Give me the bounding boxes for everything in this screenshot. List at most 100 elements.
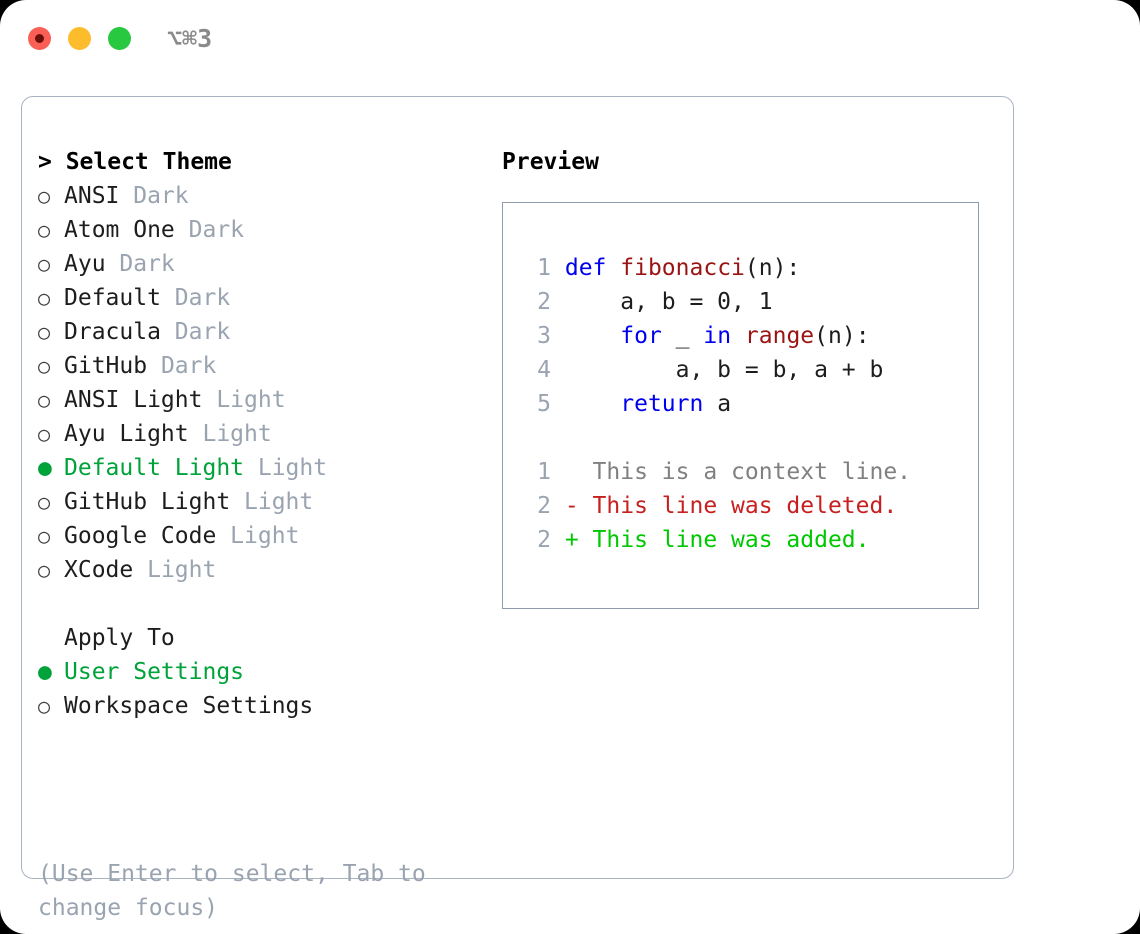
diff-line-text: + This line was added. — [551, 527, 870, 553]
radio-unselected-icon: ○ — [38, 558, 51, 582]
theme-list: ○ ANSI Dark ○ Atom One Dark ○ Ayu Dark ○ Defaul… — [38, 179, 488, 587]
theme-item-variant: Dark — [160, 285, 231, 311]
title-bar: ⌥⌘3 — [0, 0, 1140, 78]
theme-item-label: XCode — [64, 557, 134, 583]
code-token: def — [564, 255, 607, 281]
theme-item-variant: Light — [216, 523, 300, 549]
diff-lines: 1 This is a context line.2 - This line w… — [521, 455, 972, 557]
list-spacer — [38, 587, 488, 621]
line-number: 4 — [537, 357, 551, 383]
theme-item-label: ANSI Light — [64, 387, 203, 413]
theme-item[interactable]: ○ Atom One Dark — [38, 213, 488, 247]
radio-unselected-icon: ○ — [38, 490, 51, 514]
code-token: a — [703, 391, 732, 417]
theme-item-variant: Dark — [105, 251, 175, 277]
apply-to-option-label: Workspace Settings — [64, 693, 314, 719]
close-button-indicator — [35, 34, 44, 43]
code-token: _ — [661, 323, 704, 349]
code-token — [606, 255, 620, 281]
line-number-gap — [551, 323, 565, 349]
apply-to-option[interactable]: ○ Workspace Settings — [38, 689, 488, 723]
code-token: return — [620, 391, 704, 417]
theme-item-variant: Light — [133, 557, 217, 583]
theme-item[interactable]: ○ XCode Light — [38, 553, 488, 587]
code-token: fibonacci — [620, 255, 745, 281]
radio-unselected-icon: ○ — [38, 320, 51, 344]
radio-unselected-icon: ○ — [38, 354, 51, 378]
code-token: in — [703, 323, 732, 349]
theme-item[interactable]: ○GitHub Light Light — [38, 485, 488, 519]
line-number: 5 — [537, 391, 551, 417]
code-line: 1 def fibonacci(n): — [521, 251, 972, 285]
theme-item-variant: Dark — [174, 217, 245, 243]
theme-item-variant: Light — [244, 455, 328, 481]
theme-item[interactable]: ●Default Light Light — [38, 451, 488, 485]
theme-item[interactable]: ○Dracula Dark — [38, 315, 488, 349]
diff-line: 1 This is a context line. — [521, 455, 972, 489]
line-number: 2 — [537, 289, 551, 315]
theme-item-variant: Dark — [160, 319, 231, 345]
code-line: 5 return a — [521, 387, 972, 421]
radio-unselected-icon: ○ — [38, 524, 51, 548]
code-token — [565, 323, 620, 349]
code-token — [565, 391, 620, 417]
line-number: 2 — [537, 527, 551, 553]
radio-unselected-icon: ○ — [38, 184, 51, 208]
apply-to-label: Apply To — [64, 625, 175, 651]
theme-item[interactable]: ○ANSI Dark — [38, 179, 488, 213]
code-token: (n): — [814, 323, 870, 349]
theme-item[interactable]: ○ANSI Light Light — [38, 383, 488, 417]
theme-item[interactable]: ○ Ayu Light Light — [38, 417, 488, 451]
code-diff-spacer — [521, 421, 972, 455]
line-number: 1 — [537, 459, 551, 485]
hint-text: (Use Enter to select, Tab to change focu… — [38, 857, 458, 925]
diff-line-text: This is a context line. — [551, 459, 912, 485]
radio-unselected-icon: ○ — [38, 218, 51, 242]
theme-item-label: Google Code — [64, 523, 217, 549]
diff-line-text: - This line was deleted. — [551, 493, 898, 519]
theme-item-variant: Light — [188, 421, 272, 447]
radio-unselected-icon: ○ — [38, 694, 51, 718]
maximize-button[interactable] — [108, 27, 131, 50]
theme-item[interactable]: ○ Ayu Dark — [38, 247, 488, 281]
code-line: 3 for _ in range(n): — [521, 319, 972, 353]
theme-item-label: GitHub — [64, 353, 148, 379]
apply-to-option[interactable]: ● User Settings — [38, 655, 488, 689]
radio-unselected-icon: ○ — [38, 252, 51, 276]
code-token: a, b = 0, 1 — [564, 289, 773, 315]
theme-item-label: ANSI — [64, 183, 120, 209]
radio-unselected-icon: ○ — [38, 422, 51, 446]
radio-selected-icon: ● — [38, 659, 52, 685]
theme-item-label: Default Light — [64, 455, 245, 481]
line-number-gap — [551, 391, 565, 417]
theme-item-label: Default — [64, 285, 161, 311]
theme-item-variant: Light — [202, 387, 286, 413]
preview-column: Preview 1 def fibonacci(n):2 a, b = 0, 1… — [502, 145, 1002, 609]
theme-item-label: GitHub Light — [64, 489, 231, 515]
line-number: 2 — [537, 493, 551, 519]
code-token — [731, 323, 745, 349]
diff-line: 2 + This line was added. — [521, 523, 972, 557]
hint-line-1: (Use Enter to select, Tab to — [38, 861, 426, 887]
keyboard-shortcut-label: ⌥⌘3 — [167, 24, 213, 53]
theme-item-label: Ayu — [64, 251, 106, 277]
apply-to-option-label: User Settings — [64, 659, 245, 685]
preview-title: Preview — [502, 149, 599, 175]
theme-item[interactable]: ○ Google Code Light — [38, 519, 488, 553]
radio-unselected-icon: ○ — [38, 286, 51, 310]
minimize-button[interactable] — [68, 27, 91, 50]
theme-item[interactable]: ○GitHub Dark — [38, 349, 488, 383]
apply-to-list: ● User Settings ○ Workspace Settings — [38, 655, 488, 723]
theme-item-label: Atom One — [64, 217, 175, 243]
theme-item-label: Ayu Light — [64, 421, 189, 447]
code-token: a, b = b, a + b — [564, 357, 884, 383]
theme-item[interactable]: ○ Default Dark — [38, 281, 488, 315]
dialog-panel: > Select Theme ○ANSI Dark○Atom One Dark○… — [21, 96, 1014, 921]
code-line: 4 a, b = b, a + b — [521, 353, 972, 387]
code-token: (n): — [744, 255, 801, 281]
code-line: 2 a, b = 0, 1 — [521, 285, 972, 319]
